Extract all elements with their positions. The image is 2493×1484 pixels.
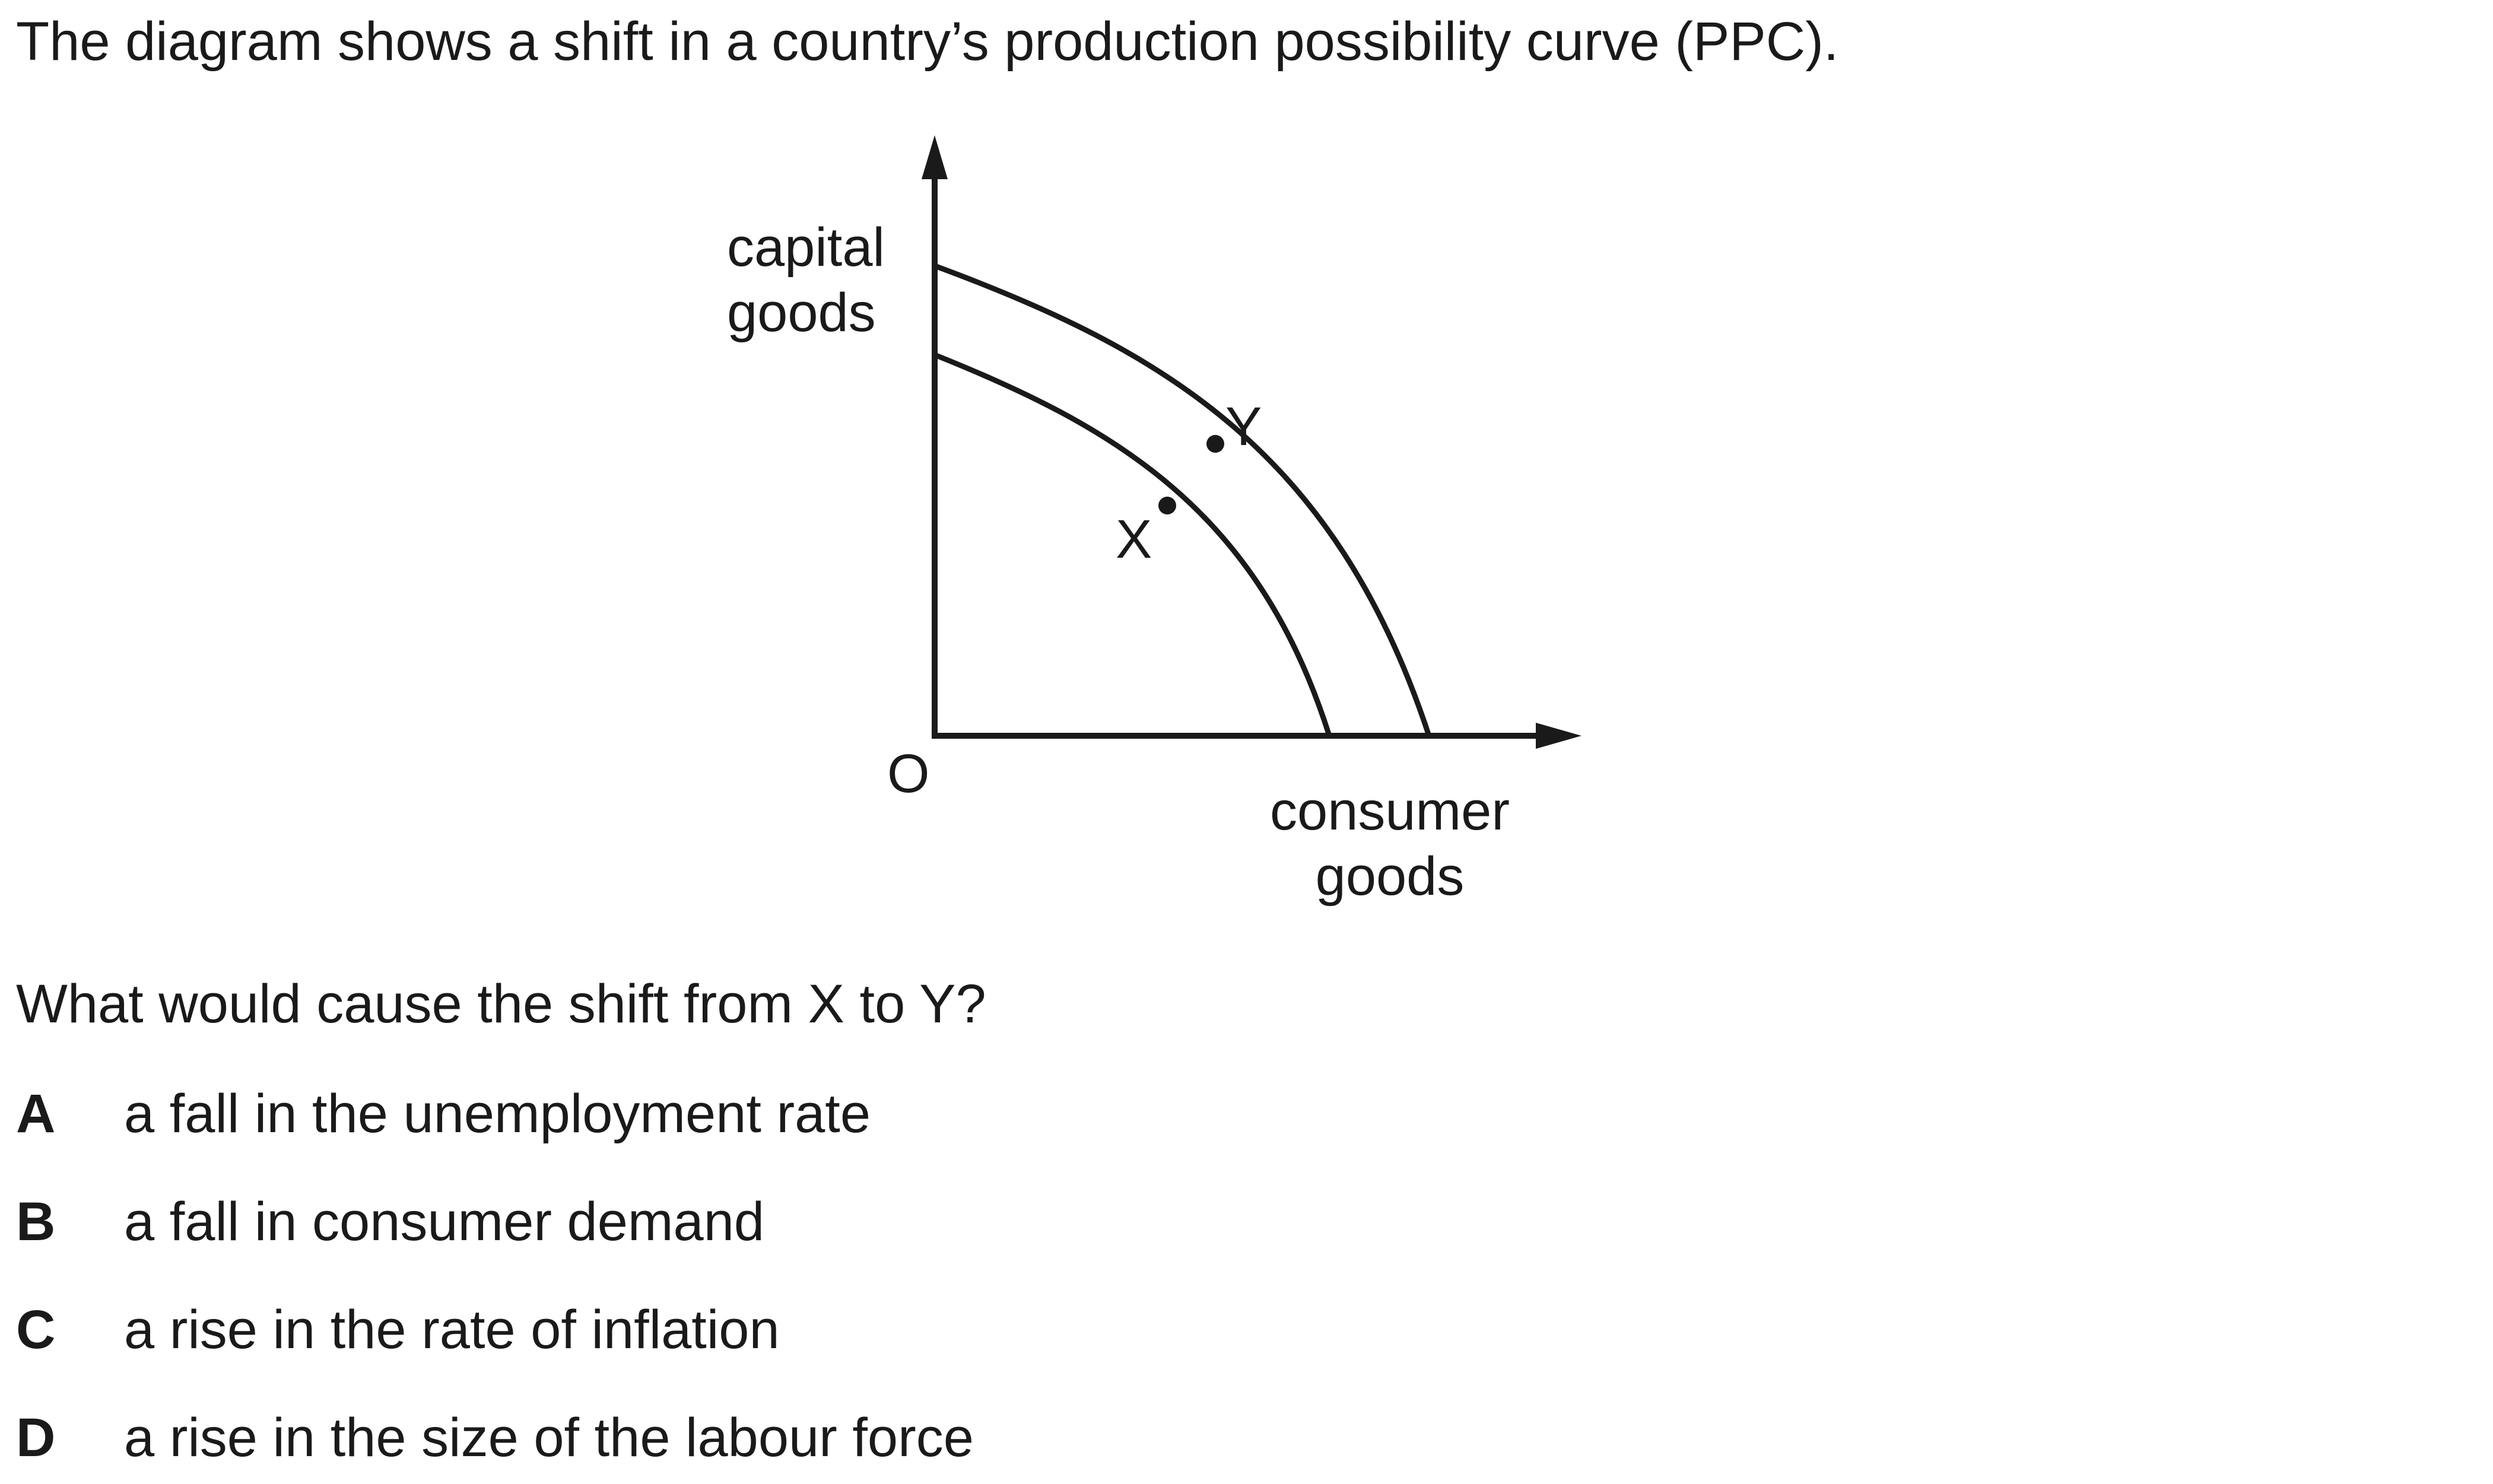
ppc-original-curve [933, 352, 1332, 737]
point-x-marker [1158, 497, 1176, 514]
option-letter: B [16, 1191, 56, 1252]
x-axis-label-line2: goods [1316, 846, 1465, 907]
origin-label: O [887, 743, 930, 804]
y-axis-arrowhead [922, 135, 948, 179]
option-text: a rise in the rate of inflation [124, 1299, 780, 1360]
option-letter: C [16, 1299, 56, 1360]
point-x-label: X [1116, 509, 1152, 570]
option-text: a fall in consumer demand [124, 1191, 765, 1252]
y-axis-label-line2: goods [727, 282, 876, 343]
option-text: a fall in the unemployment rate [124, 1083, 871, 1144]
intro-text: The diagram shows a shift in a country’s… [16, 11, 1839, 72]
option-letter: A [16, 1083, 56, 1144]
x-axis-arrowhead [1536, 723, 1581, 749]
question-text: What would cause the shift from X to Y? [16, 974, 986, 1034]
ppc-shifted-curve [933, 263, 1432, 737]
point-y-marker [1206, 435, 1224, 453]
option-text: a rise in the size of the labour force [124, 1407, 974, 1468]
option-letter: D [16, 1407, 56, 1468]
y-axis-label-line1: capital [727, 217, 885, 278]
x-axis-label-line1: consumer [1270, 781, 1510, 841]
point-y-label: Y [1225, 396, 1262, 457]
